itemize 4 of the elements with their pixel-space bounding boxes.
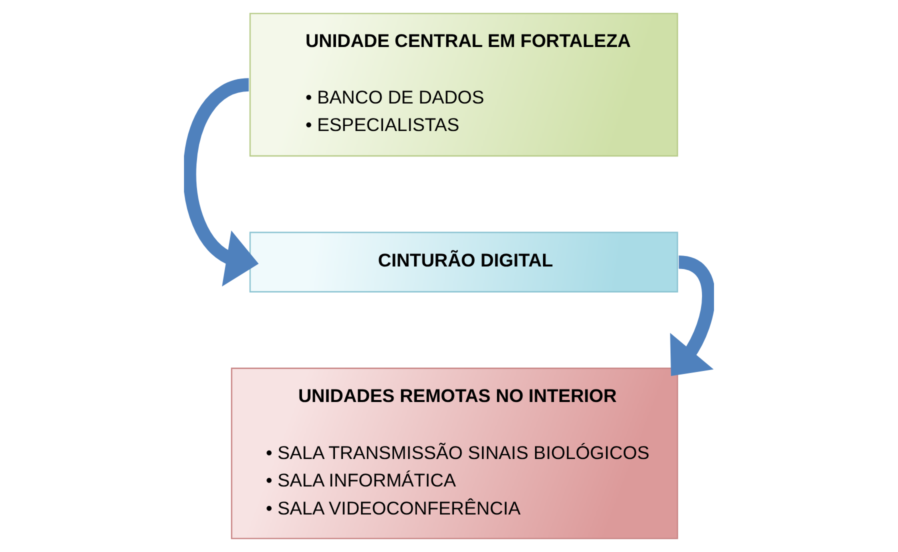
node-box: UNIDADE CENTRAL EM FORTALEZA • BANCO DE DADOS • ESPECIALISTAS — [249, 12, 678, 157]
node-box: CINTURÃO DIGITAL — [249, 232, 678, 292]
arrow — [670, 256, 714, 376]
node-box: UNIDADES REMOTAS NO INTERIOR • SALA TRANSMISSÃO SINAIS BIOLÓGICOS • SALA INFORMÁTICA • SALA VIDEOCONFERÊNCIA — [230, 368, 678, 540]
